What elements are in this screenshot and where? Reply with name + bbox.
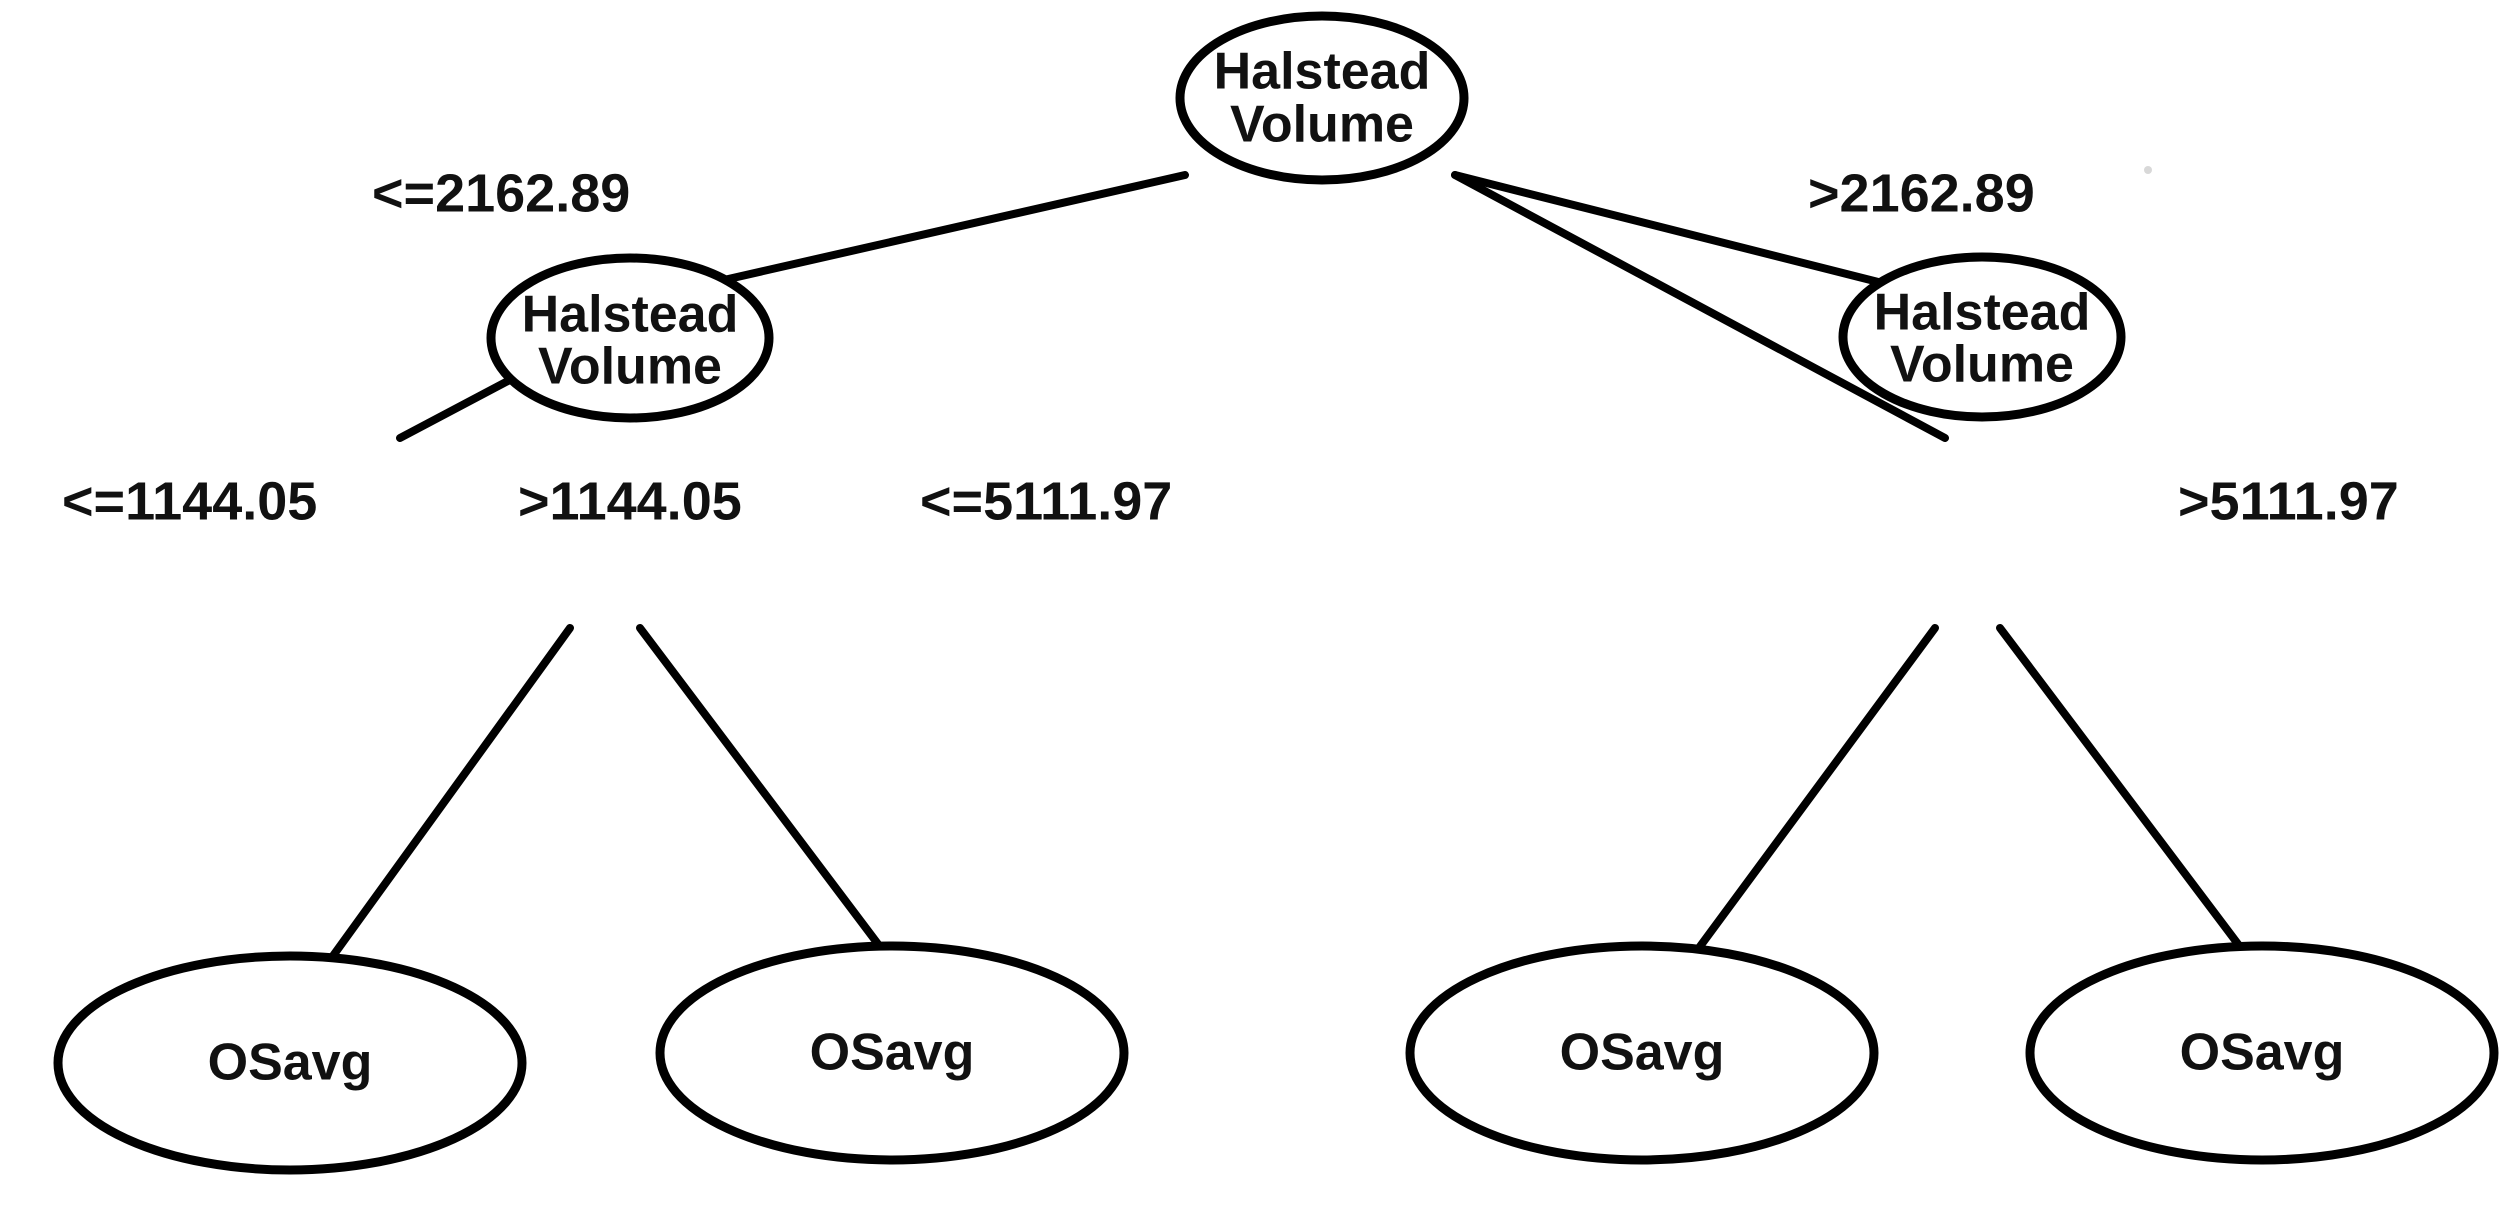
node-leaf-1-label: OSavg — [208, 1034, 373, 1092]
edge-right-internal-to-leaf3 — [1686, 624, 1939, 964]
node-leaf-2[interactable]: OSavg — [655, 941, 1129, 1165]
edge-label-group: <=2162.89 >2162.89 <=1144.05 >1144.05 <=… — [62, 163, 2399, 531]
node-root[interactable]: Halstead Volume — [1175, 11, 1469, 185]
node-root-shape — [1175, 11, 1469, 185]
edge-label-left-left: <=1144.05 — [62, 471, 317, 531]
node-right-internal-shape — [1838, 252, 2126, 422]
edge-label-left-right: >1144.05 — [518, 471, 742, 531]
edge-label-root-left: <=2162.89 — [372, 163, 630, 223]
node-left-internal[interactable]: Halstead Volume — [486, 253, 774, 423]
edge-label-right-left: <=5111.97 — [920, 471, 1172, 531]
node-leaf-4[interactable]: OSavg — [2025, 941, 2499, 1165]
node-leaf-2-shape — [655, 941, 1129, 1165]
node-leaf-4-label: OSavg — [2180, 1024, 2345, 1082]
node-root-label-line1: Halstead — [1214, 43, 1431, 101]
node-leaf-3-shape — [1405, 941, 1879, 1165]
node-right-internal[interactable]: Halstead Volume — [1838, 252, 2126, 422]
node-left-internal-label-line2: Volume — [538, 338, 722, 396]
node-leaf-1[interactable]: OSavg — [53, 951, 527, 1175]
node-leaf-3-label: OSavg — [1560, 1024, 1725, 1082]
edge-label-right-right: >5111.97 — [2178, 471, 2399, 531]
node-left-internal-shape — [486, 253, 774, 423]
node-right-internal-label-line1: Halstead — [1874, 284, 2091, 342]
node-leaf-4-shape — [2025, 941, 2499, 1165]
node-leaf-1-shape — [53, 951, 527, 1175]
node-left-internal-label-line1: Halstead — [522, 286, 739, 344]
edge-root-to-left-internal — [676, 171, 1189, 294]
edge-right-internal-to-leaf4 — [1996, 624, 2254, 964]
node-root-label-line2: Volume — [1230, 96, 1414, 154]
edge-left-internal-to-leaf1 — [326, 624, 574, 964]
node-leaf-2-label: OSavg — [810, 1024, 975, 1082]
image-speck-artifact — [2144, 166, 2152, 174]
node-right-internal-label-line2: Volume — [1890, 336, 2074, 394]
edge-root-to-right-internal — [1451, 171, 1914, 294]
node-leaf-3[interactable]: OSavg — [1405, 941, 1879, 1165]
edge-label-root-right: >2162.89 — [1808, 163, 2035, 223]
edge-left-internal-to-leaf2 — [636, 624, 894, 964]
edge-root-right-leg — [1451, 171, 1949, 442]
